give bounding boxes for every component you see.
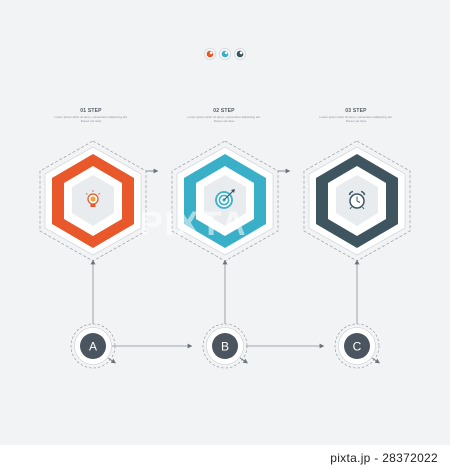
watermark: PIXTA [140,205,248,243]
legend-dot-slate [234,48,246,60]
process-diagram: A B C [39,48,411,369]
target-icon [215,189,235,209]
legend-dot-blue [219,48,231,60]
step-1-description: Lorem ipsum dolor sit amet, consectetur … [54,115,128,124]
circle-node-c [334,323,380,369]
legend-dot-orange [204,48,216,60]
step-1-title: 01 STEP [80,108,102,114]
legend-dots [204,48,246,60]
alarm-clock-icon [348,190,366,210]
circle-c-label: C [353,340,362,354]
footer-image-id: pixta.jp - 28372022 [330,451,438,465]
step-2-description: Lorem ipsum dolor sit amet, consectetur … [187,115,261,124]
footer-bar: pixta.jp - 28372022 [0,445,450,469]
circle-a-label: A [89,340,97,354]
step-3-description: Lorem ipsum dolor sit amet, consectetur … [319,115,393,124]
circle-b-label: B [221,340,229,354]
circle-node-a [70,323,116,369]
step-3-title: 03 STEP [345,108,367,114]
lightbulb-icon [85,190,101,207]
circle-node-b [202,323,248,369]
step-2-title: 02 STEP [213,108,235,114]
